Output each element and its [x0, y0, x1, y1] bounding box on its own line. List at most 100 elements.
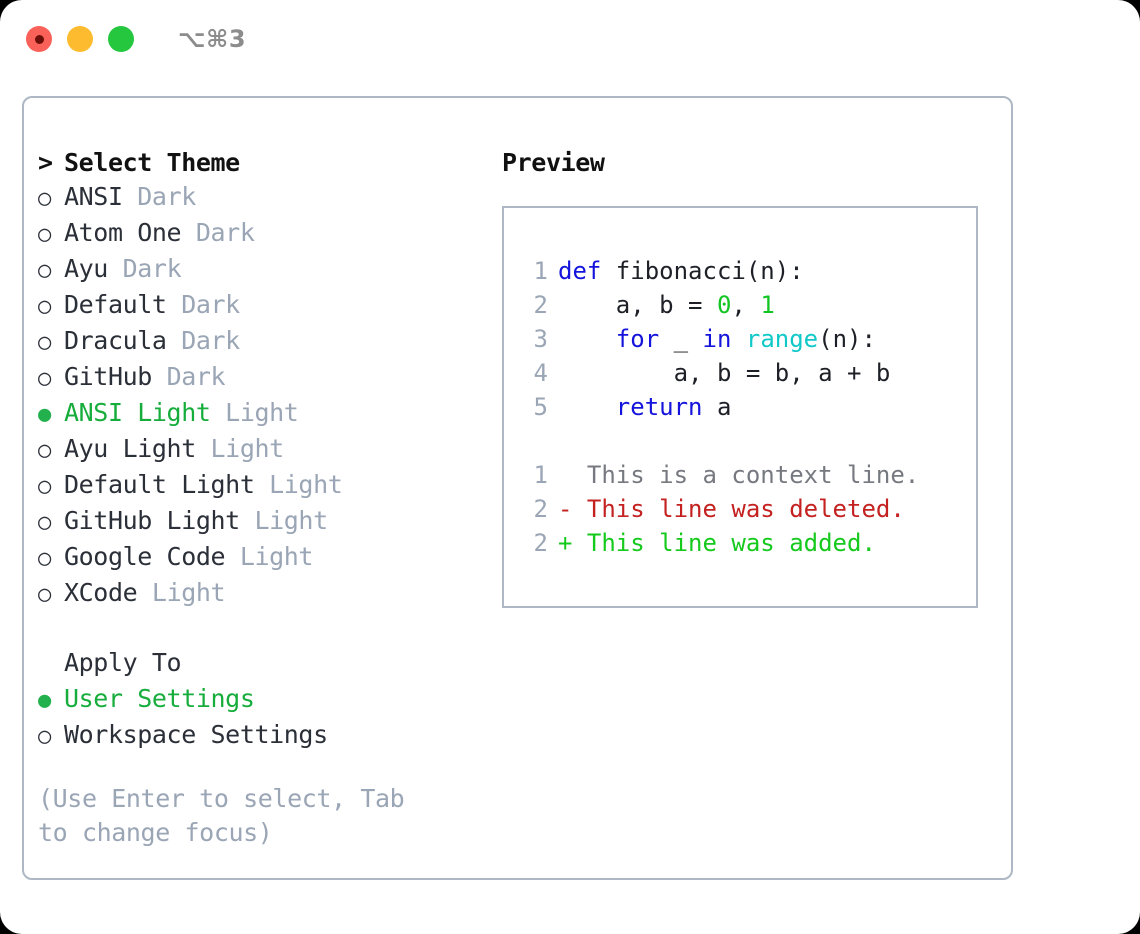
apply-to-option-label: Workspace Settings — [64, 720, 328, 749]
code-line: 4 a, b = b, a + b — [522, 356, 976, 390]
code-token: 0 — [716, 291, 732, 319]
select-theme-heading: > Select Theme — [38, 146, 498, 180]
radio-selected-icon: ● — [38, 688, 51, 713]
line-number: 4 — [533, 359, 548, 387]
keyboard-hint: (Use Enter to select, Tab to change focu… — [38, 784, 405, 847]
theme-variant-tag: Light — [225, 542, 314, 571]
theme-name: Default Light — [64, 470, 255, 499]
theme-name: GitHub — [64, 362, 152, 391]
maximize-button-icon[interactable] — [108, 26, 134, 52]
apply-to-indent — [38, 648, 64, 682]
radio-unselected-icon: ○ — [38, 546, 51, 571]
theme-list-item[interactable]: ○ Google Code Light — [38, 540, 498, 576]
close-button-icon[interactable] — [26, 26, 52, 52]
diff-marker: + — [558, 529, 587, 557]
apply-to-option-label: User Settings — [64, 684, 255, 713]
theme-variant-tag: Dark — [166, 326, 240, 355]
minimize-button-icon[interactable] — [67, 26, 93, 52]
line-number: 2 — [533, 291, 548, 319]
caret-icon: > — [38, 148, 53, 177]
code-token: (n): — [818, 325, 876, 353]
code-token: fibonacci(n): — [601, 257, 804, 285]
theme-name: Dracula — [64, 326, 167, 355]
theme-name: GitHub Light — [64, 506, 240, 535]
theme-name: ANSI Light — [64, 398, 211, 427]
radio-unselected-icon: ○ — [38, 510, 51, 535]
theme-list-item[interactable]: ○Default Dark — [38, 288, 498, 324]
code-token: 1 — [760, 291, 775, 319]
title-bar: ⌥⌘3 — [0, 0, 1140, 78]
radio-unselected-icon: ○ — [38, 222, 51, 247]
preview-spacer — [522, 424, 976, 458]
line-number: 1 — [533, 257, 548, 285]
diff-marker — [558, 461, 587, 489]
line-number: 5 — [533, 393, 548, 421]
code-token — [731, 325, 745, 353]
theme-list-item[interactable]: ○XCode Light — [38, 576, 498, 612]
apply-to-option[interactable]: ○ Workspace Settings — [38, 718, 498, 754]
diff-line-add: 2 + This line was added. — [522, 526, 976, 560]
code-token: def — [558, 257, 602, 285]
preview-title: Preview — [502, 148, 605, 177]
theme-list-item[interactable]: ○ Atom One Dark — [38, 216, 498, 252]
theme-name: Ayu Light — [64, 434, 196, 463]
theme-list-item[interactable]: ○ Default Light Light — [38, 468, 498, 504]
theme-list: ○ANSI Dark○Atom One Dark○Ayu Dark○Defaul… — [38, 180, 498, 612]
apply-to-label: Apply To — [64, 648, 182, 677]
theme-variant-tag: Dark — [166, 290, 240, 319]
code-preview: 1 def fibonacci(n): 2 a, b = 0, 1 3 for _ i… — [522, 254, 976, 424]
diff-text: This line was added. — [586, 529, 876, 557]
code-token: a, b = — [558, 291, 717, 319]
theme-name: Atom One — [64, 218, 182, 247]
theme-variant-tag: Light — [254, 470, 343, 499]
theme-name: Ayu — [64, 254, 108, 283]
code-line: 1 def fibonacci(n): — [522, 254, 976, 288]
line-number: 3 — [533, 325, 548, 353]
theme-list-item[interactable]: ○GitHub Light Light — [38, 504, 498, 540]
recording-dot-icon — [34, 34, 44, 44]
theme-name: Google Code — [64, 542, 226, 571]
code-line: 5 return a — [522, 390, 976, 424]
code-token: return — [615, 393, 703, 421]
theme-list-item[interactable]: ○GitHub Dark — [38, 360, 498, 396]
theme-variant-tag: Dark — [107, 254, 182, 283]
line-number: 2 — [533, 529, 548, 557]
apply-to-option[interactable]: ● User Settings — [38, 682, 498, 718]
preview-box: 1 def fibonacci(n): 2 a, b = 0, 1 3 for _ i… — [502, 206, 978, 608]
theme-name: ANSI — [64, 182, 123, 211]
code-token: _ — [659, 325, 703, 353]
code-token: a, b = b, a + b — [558, 359, 891, 387]
theme-variant-tag: Light — [137, 578, 226, 607]
theme-name: Default — [64, 290, 167, 319]
traffic-light-group — [26, 26, 134, 52]
theme-selector-column: > Select Theme ○ANSI Dark○Atom One Dark○… — [38, 146, 498, 850]
theme-list-item[interactable]: ○ Ayu Dark — [38, 252, 498, 288]
theme-list-item[interactable]: ○ Ayu Light Light — [38, 432, 498, 468]
radio-selected-icon: ● — [38, 402, 51, 427]
theme-variant-tag: Light — [195, 434, 285, 463]
keyboard-shortcut-label: ⌥⌘3 — [178, 25, 247, 53]
code-token: for — [615, 325, 660, 353]
diff-preview: 1 This is a context line.2- This line wa… — [522, 458, 976, 560]
radio-unselected-icon: ○ — [38, 330, 51, 355]
code-token: in — [702, 325, 732, 353]
radio-unselected-icon: ○ — [38, 474, 51, 499]
theme-list-item[interactable]: ○ ANSI Dark — [38, 180, 498, 216]
code-token: , — [731, 291, 761, 319]
code-token: a — [702, 393, 732, 421]
diff-marker: - — [558, 495, 587, 523]
radio-unselected-icon: ○ — [38, 724, 51, 749]
theme-list-item[interactable]: ●ANSI Light Light — [38, 396, 498, 432]
radio-unselected-icon: ○ — [38, 258, 51, 283]
list-spacer — [38, 612, 498, 646]
radio-unselected-icon: ○ — [38, 186, 51, 211]
code-token: range — [745, 325, 819, 353]
page-title: Select Theme — [64, 148, 240, 177]
theme-variant-tag: Dark — [181, 218, 255, 247]
theme-name: XCode — [64, 578, 138, 607]
theme-variant-tag: Dark — [122, 182, 196, 211]
preview-column: Preview 1 def fibonacci(n): 2 a, b = 0, 1 3… — [502, 146, 1002, 608]
theme-list-item[interactable]: ○ Dracula Dark — [38, 324, 498, 360]
radio-unselected-icon: ○ — [38, 438, 51, 463]
line-number: 1 — [533, 461, 548, 489]
